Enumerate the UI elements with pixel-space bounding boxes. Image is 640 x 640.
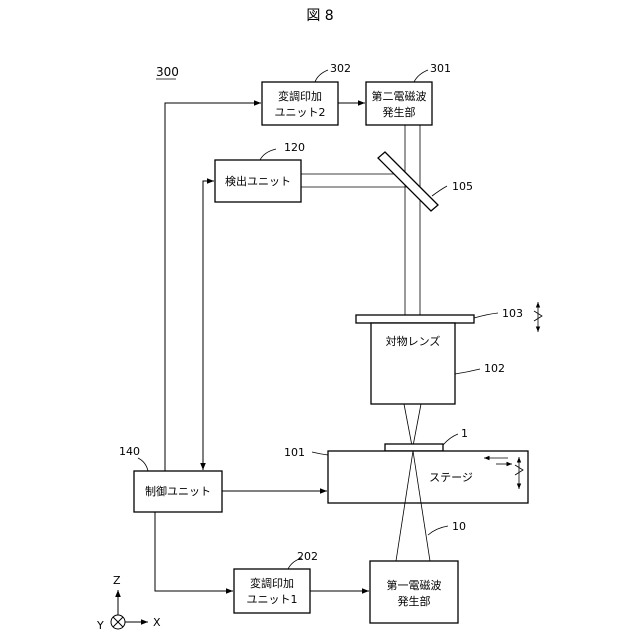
- controller-label: 制御ユニット: [145, 484, 211, 498]
- detector-label: 検出ユニット: [225, 174, 291, 188]
- beam-ref: 10: [452, 520, 466, 533]
- mirror-105: [378, 152, 438, 211]
- stage-label: ステージ: [429, 471, 473, 484]
- objective-label: 対物レンズ: [386, 334, 441, 348]
- modulator2-line2: ユニット2: [275, 106, 326, 119]
- arrow-ctrl-detector: [203, 181, 214, 470]
- modulator1-box: [234, 569, 310, 613]
- arrow-ctrl-to-mod1: [155, 512, 233, 591]
- em1-line2: 発生部: [398, 594, 431, 608]
- focus-cone: [404, 404, 421, 446]
- em2-line2: 発生部: [383, 105, 416, 119]
- modulator2-ref: 302: [330, 62, 351, 75]
- modulator1-ref: 202: [297, 550, 318, 563]
- modulator1-line2: ユニット1: [247, 593, 298, 606]
- axis-indicator: [111, 590, 148, 629]
- em2-line1: 第二電磁波: [372, 89, 427, 103]
- modulator1-line1: 変調印加: [250, 576, 294, 590]
- lens-z-motion-icon: [534, 302, 542, 332]
- beam-upper: [405, 125, 420, 315]
- lens-plate-ref: 103: [502, 307, 523, 320]
- objective-ref: 102: [484, 362, 505, 375]
- stage-box: [328, 451, 528, 503]
- stage-ref: 101: [284, 446, 305, 459]
- figure-title: 図 8: [306, 8, 333, 24]
- system-ref: 300: [156, 65, 179, 79]
- sample-1: [385, 444, 443, 451]
- axis-x-label: X: [153, 616, 161, 629]
- controller-ref: 140: [119, 445, 140, 458]
- modulator2-line1: 変調印加: [278, 89, 322, 103]
- axis-z-label: Z: [113, 574, 121, 587]
- arrow-ctrl-to-mod2: [165, 103, 261, 471]
- em1-line1: 第一電磁波: [387, 578, 442, 592]
- mirror-ref: 105: [452, 180, 473, 193]
- lens-plate-103: [356, 315, 474, 323]
- detector-ref: 120: [284, 141, 305, 154]
- em2-ref: 301: [430, 62, 451, 75]
- axis-y-label: Y: [96, 619, 104, 632]
- sample-ref: 1: [461, 427, 468, 440]
- em1-box: [370, 561, 458, 623]
